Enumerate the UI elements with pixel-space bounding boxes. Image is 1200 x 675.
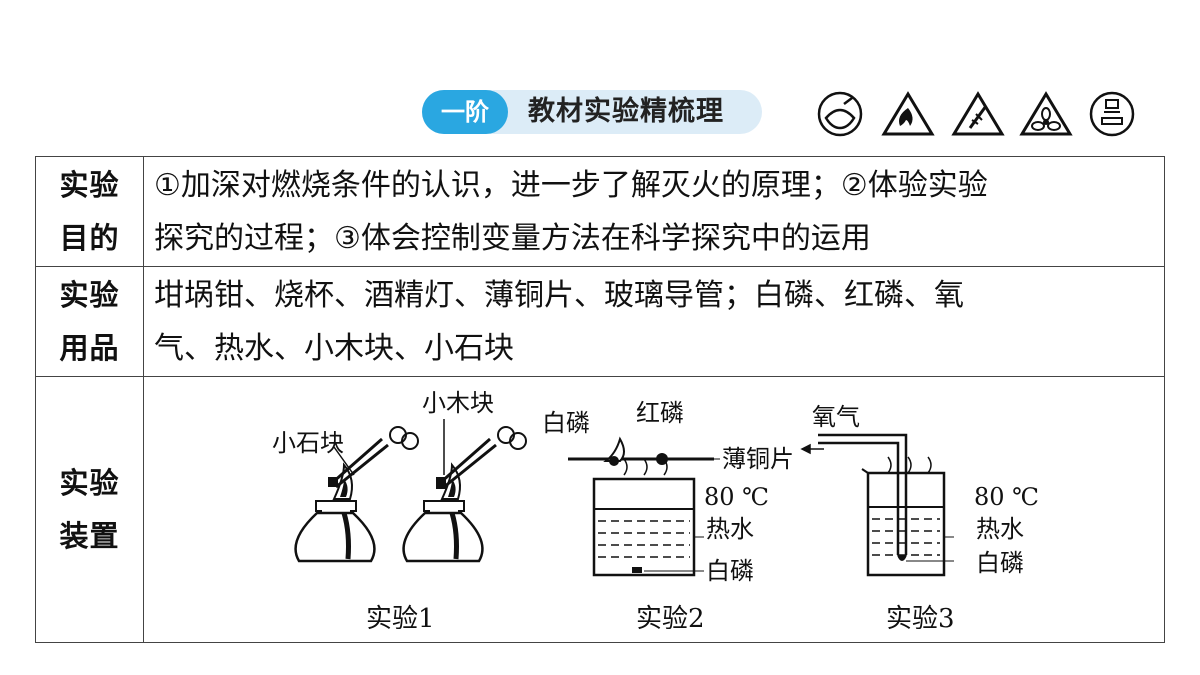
label-copper: 薄铜片: [722, 445, 794, 473]
experiment-1: 小石块 小木块 实验1: [272, 389, 527, 634]
experiment-table: 实验 目的 ①加深对燃烧条件的认识，进一步了解灭火的原理；②体验实验 探究的过程…: [35, 156, 1165, 643]
row-content-purpose: ①加深对燃烧条件的认识，进一步了解灭火的原理；②体验实验 探究的过程；③体会控制…: [143, 156, 1165, 267]
table-row-materials: 实验 用品 坩埚钳、烧杯、酒精灯、薄铜片、玻璃导管；白磷、红磷、氧 气、热水、小…: [35, 266, 1165, 377]
label-line: 目的: [59, 220, 120, 255]
label-white-p-top: 白磷: [542, 409, 590, 437]
label-hot-water: 热水: [706, 515, 754, 543]
label-line: 实验: [59, 465, 120, 500]
label-white-p-bottom: 白磷: [706, 557, 754, 585]
flask-icon: [817, 91, 863, 137]
label-line: 实验: [59, 277, 120, 312]
fire-warning-icon: [881, 91, 935, 136]
content-line: 气、热水、小木块、小石块: [154, 330, 514, 366]
label-red-p: 红磷: [636, 399, 684, 427]
no-fire-icon: [951, 91, 1005, 136]
content-line: 探究的过程；③体会控制变量方法在科学探究中的运用: [154, 220, 871, 256]
label-hot-water: 热水: [976, 515, 1024, 543]
label-temp: 80 ℃: [974, 483, 1039, 511]
fan-icon: [1019, 91, 1073, 136]
table-row-apparatus: 实验 装置: [35, 376, 1165, 643]
caption-exp2: 实验2: [636, 604, 705, 634]
caption-exp3: 实验3: [886, 604, 955, 634]
safety-icons: [814, 90, 1135, 138]
row-content-materials: 坩埚钳、烧杯、酒精灯、薄铜片、玻璃导管；白磷、红磷、氧 气、热水、小木块、小石块: [143, 266, 1165, 377]
label-line: 用品: [59, 330, 120, 365]
label-white-p: 白磷: [976, 549, 1024, 577]
apparatus-diagram: 小石块 小木块 实验1: [272, 389, 1039, 634]
experiment-3: 氧气 80 ℃ 热水 白磷 实验3: [800, 403, 1039, 634]
row-label-apparatus: 实验 装置: [35, 376, 144, 643]
content-line: 坩埚钳、烧杯、酒精灯、薄铜片、玻璃导管；白磷、红磷、氧: [154, 277, 964, 313]
row-label-purpose: 实验 目的: [35, 156, 144, 267]
page-title: 教材实验精梳理: [528, 96, 724, 127]
badge-tag: 一阶: [422, 90, 508, 134]
faucet-icon: [1089, 91, 1135, 137]
label-line: 装置: [59, 518, 120, 553]
label-wood: 小木块: [422, 389, 494, 417]
row-label-materials: 实验 用品: [35, 266, 144, 377]
label-oxygen: 氧气: [812, 403, 860, 431]
label-temp: 80 ℃: [704, 483, 769, 511]
section-header-badge: 一阶 教材实验精梳理: [422, 90, 762, 134]
apparatus-diagram-cell: 小石块 小木块 实验1: [143, 376, 1165, 643]
content-line: ①加深对燃烧条件的认识，进一步了解灭火的原理；②体验实验: [154, 167, 988, 203]
caption-exp1: 实验1: [366, 604, 435, 634]
label-line: 实验: [59, 167, 120, 202]
label-stone: 小石块: [272, 429, 344, 457]
experiment-2: 白磷 红磷 薄铜片 80 ℃ 热水 白磷 实验2: [542, 399, 794, 634]
table-row-purpose: 实验 目的 ①加深对燃烧条件的认识，进一步了解灭火的原理；②体验实验 探究的过程…: [35, 156, 1165, 267]
